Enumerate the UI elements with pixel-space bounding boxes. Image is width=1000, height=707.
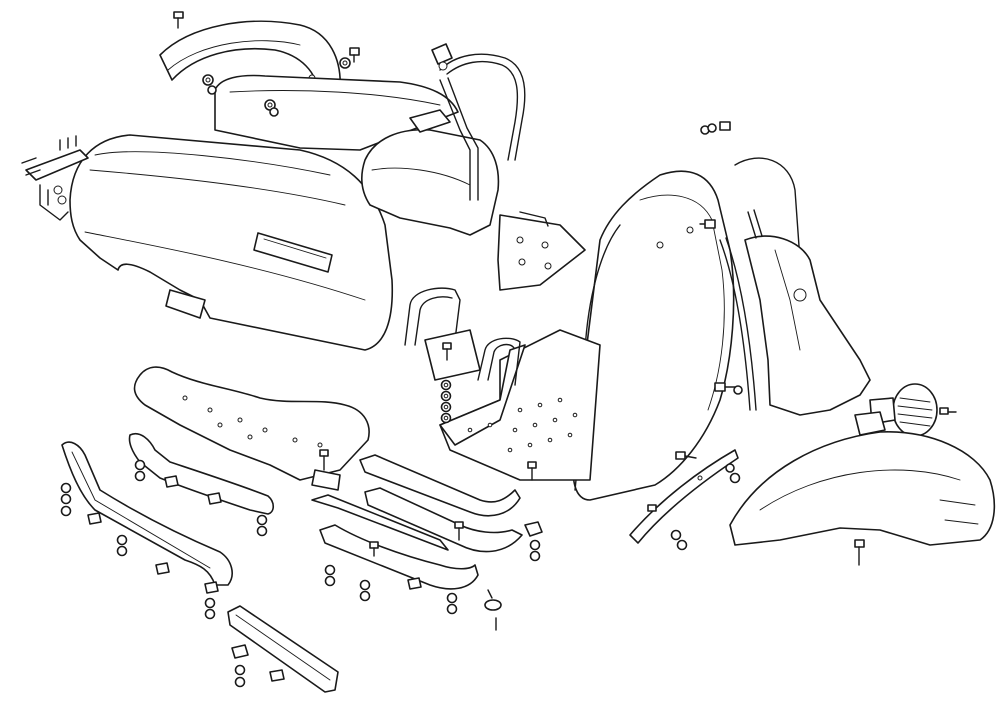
floor-board — [439, 329, 601, 481]
bolt — [349, 47, 360, 63]
nut — [339, 57, 351, 69]
bolt — [854, 539, 865, 566]
nut — [134, 470, 146, 482]
nut — [204, 608, 216, 620]
trim-strip-curved — [629, 449, 739, 544]
nut — [440, 390, 452, 402]
nut — [324, 575, 336, 587]
washer — [202, 74, 214, 86]
nut — [446, 592, 458, 604]
front-mudguard — [729, 411, 996, 546]
nut — [134, 459, 146, 471]
washer — [231, 644, 249, 659]
nut — [116, 545, 128, 557]
nut — [204, 597, 216, 609]
nut — [207, 85, 217, 95]
nut — [324, 564, 336, 576]
runner-strip-6 — [319, 524, 479, 590]
floor-bracket-plate — [497, 211, 586, 291]
nut — [256, 514, 268, 526]
leg-shield-trim — [719, 157, 801, 411]
right-side-panel — [214, 74, 459, 151]
nut — [729, 472, 741, 484]
bolt — [442, 342, 452, 361]
nut — [60, 482, 72, 494]
runner-strip-5 — [311, 494, 449, 551]
washer — [407, 577, 422, 590]
bolt — [173, 11, 184, 29]
nut — [234, 676, 246, 688]
nut — [60, 493, 72, 505]
runner-strip-7 — [227, 605, 339, 693]
runner-strip-4 — [364, 487, 523, 553]
washer — [204, 581, 219, 594]
floor-board-holes — [467, 397, 578, 453]
washer — [155, 562, 170, 575]
bolt — [454, 521, 464, 541]
nut — [234, 664, 246, 676]
steering-column-cover — [744, 209, 871, 416]
nut — [676, 539, 688, 551]
nut — [440, 401, 452, 413]
washer — [524, 521, 543, 537]
bolt — [319, 449, 329, 471]
nut — [60, 505, 72, 517]
bolt — [699, 219, 716, 229]
runner-strip-1 — [61, 441, 233, 586]
left-side-panel — [69, 134, 394, 351]
nut — [529, 550, 541, 562]
bolt — [939, 407, 949, 415]
runner-board-holes — [182, 395, 323, 448]
luggage-rack-frame — [431, 43, 526, 201]
grommet — [484, 589, 502, 631]
washer — [87, 512, 102, 525]
bolt — [675, 451, 697, 460]
bolt — [647, 504, 657, 512]
nut — [440, 379, 452, 391]
washer — [207, 492, 222, 505]
bolt — [369, 541, 379, 557]
nut — [256, 525, 268, 537]
u-bolt-bracket — [404, 287, 521, 386]
bolt — [719, 121, 731, 131]
nut — [359, 579, 371, 591]
panel-hinge-bracket — [21, 135, 89, 221]
nut — [116, 534, 128, 546]
washer — [707, 123, 717, 133]
washer — [164, 475, 179, 488]
washer — [269, 669, 285, 682]
storage-box — [360, 109, 500, 236]
washer — [725, 463, 735, 473]
nut — [446, 603, 458, 615]
washer — [264, 99, 276, 111]
nut — [359, 590, 371, 602]
nut — [269, 107, 279, 117]
floor-runner-board — [133, 366, 370, 491]
washer — [733, 385, 743, 395]
nut — [529, 539, 541, 551]
nut — [440, 412, 452, 424]
fastener-set — [60, 11, 949, 688]
bolt — [527, 461, 537, 481]
nut — [670, 529, 682, 541]
bolt — [714, 382, 736, 392]
runner-strip-3 — [359, 454, 521, 517]
